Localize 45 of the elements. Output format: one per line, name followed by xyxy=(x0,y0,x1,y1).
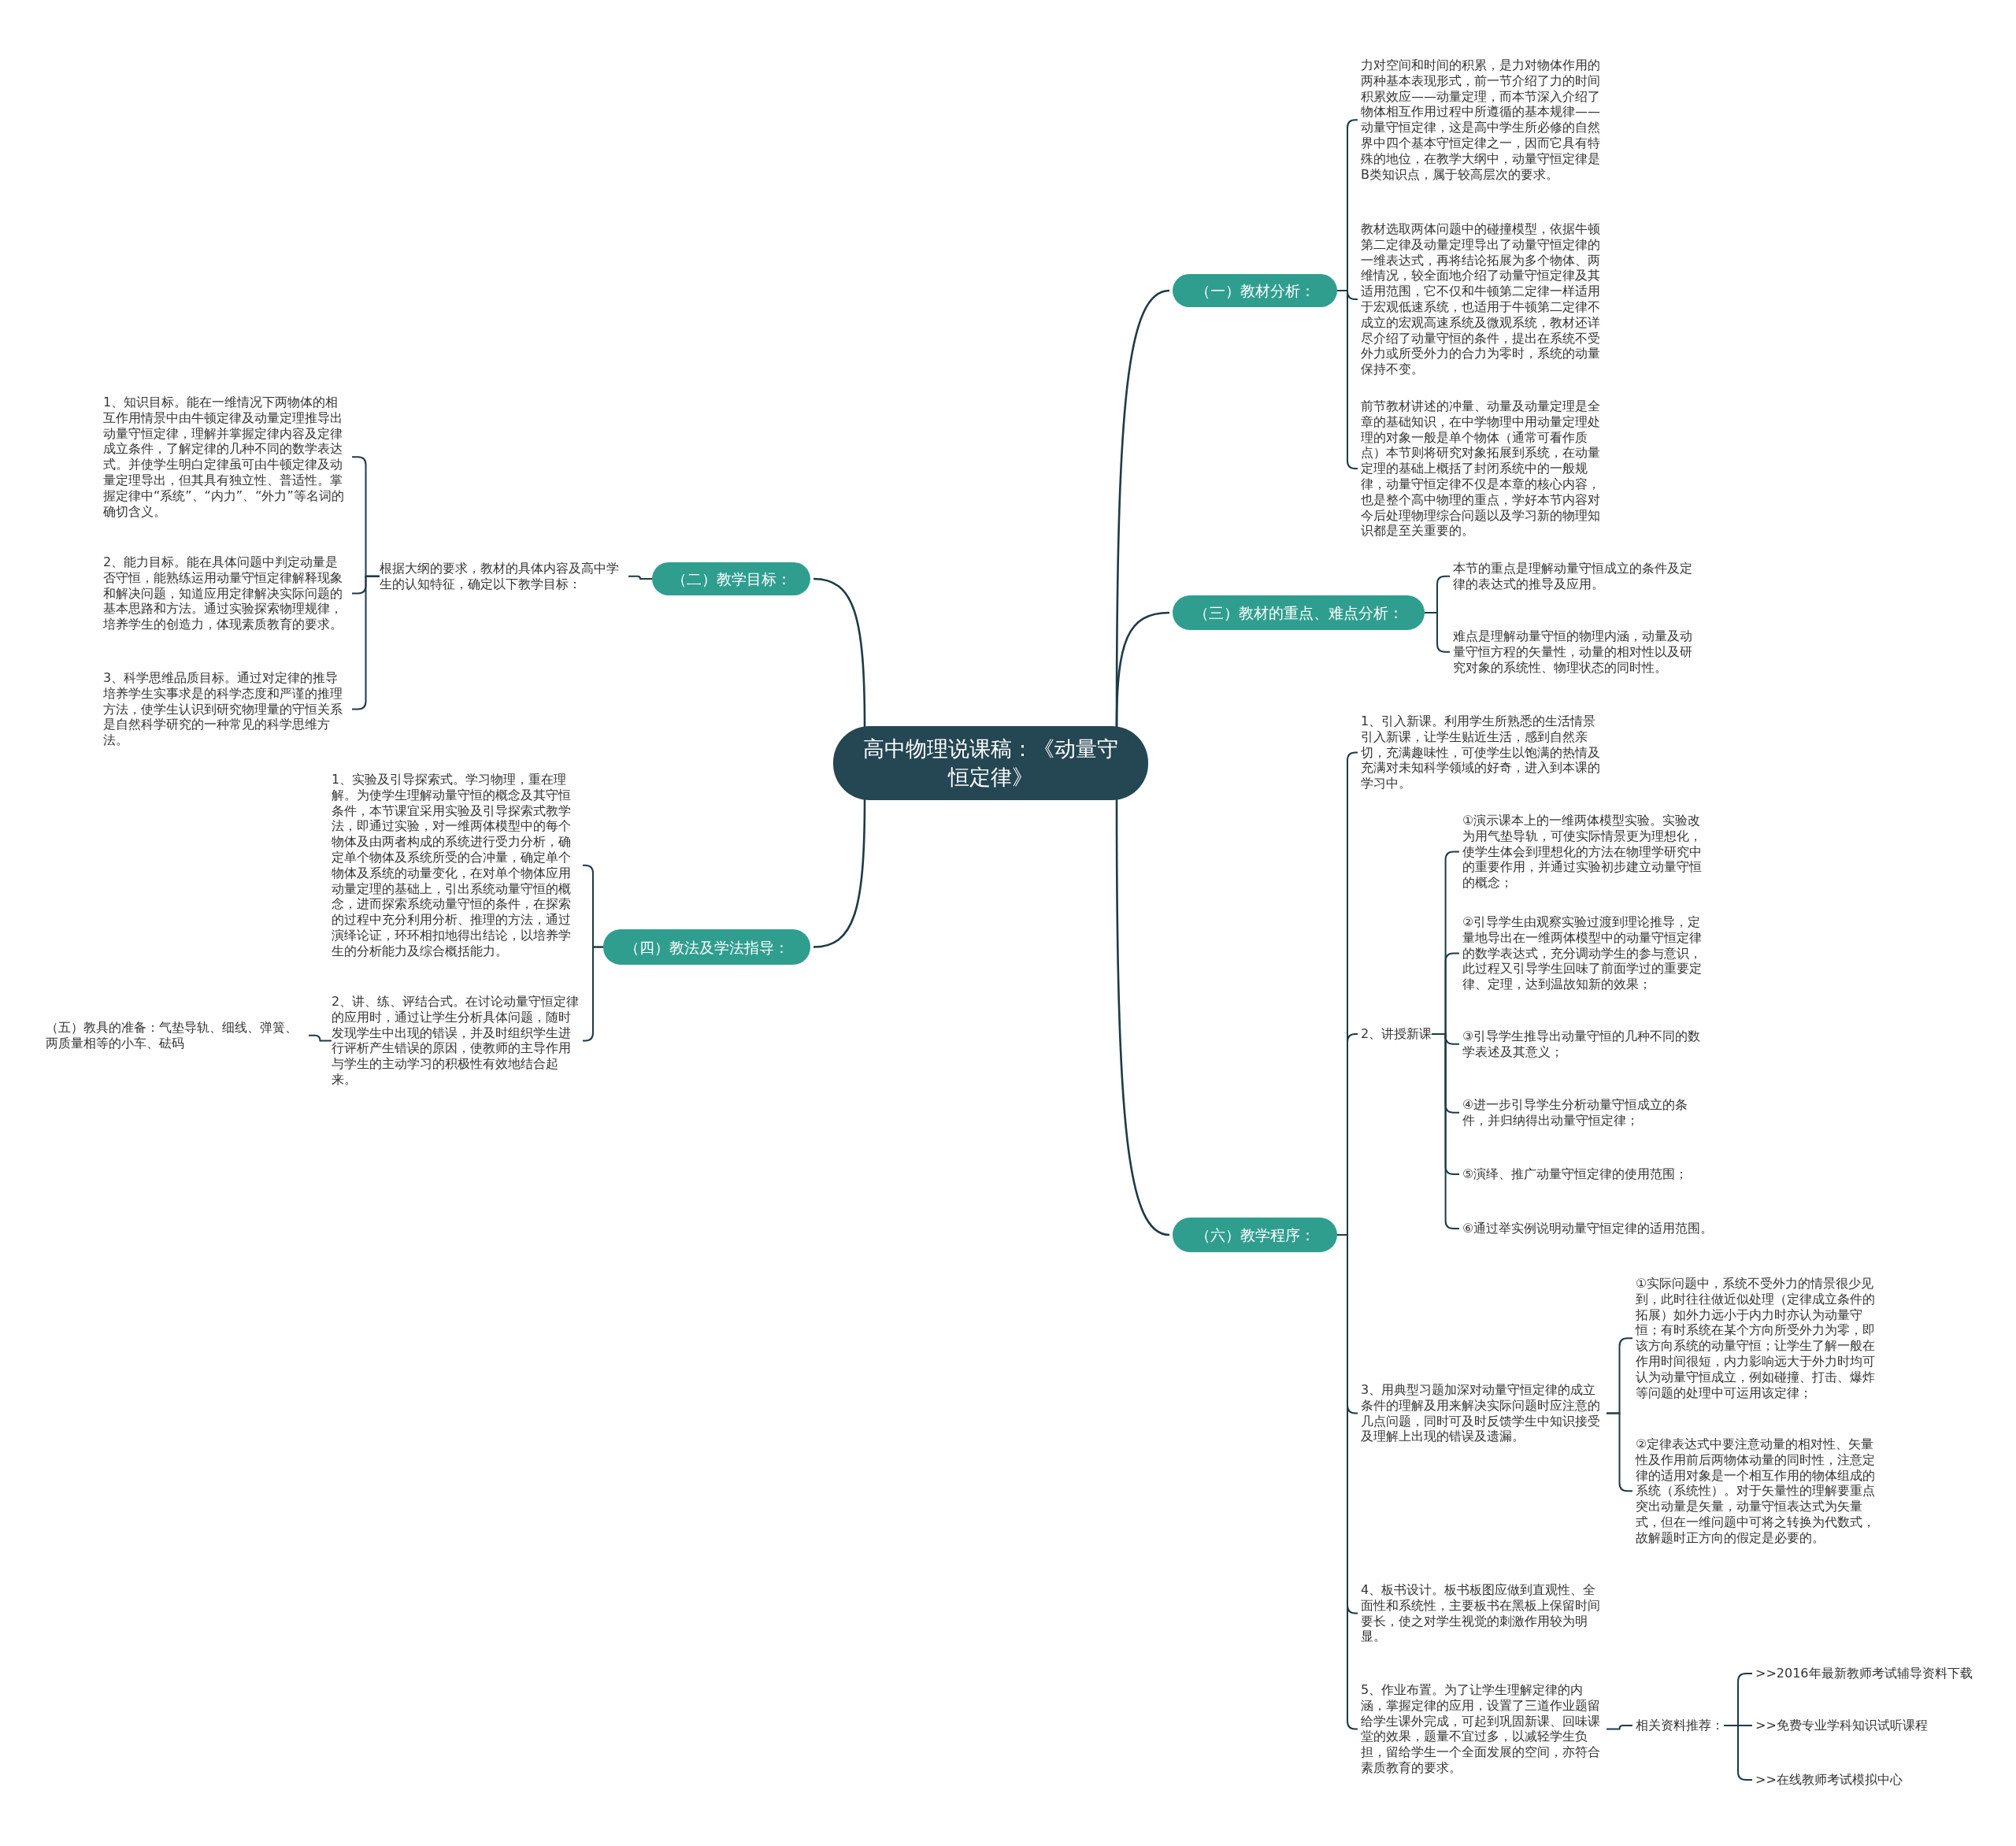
branch-box: （六）教学程序： xyxy=(1173,1218,1337,1252)
topic-text: 3、用典型习题加深对动量守恒定律的成立条件的理解及用来解决实际问题时应注意的几点问题，同时可及时反馈学生中知识接受及理解上出现的错误及遗漏。 xyxy=(1361,1382,1606,1445)
connector-line xyxy=(1115,611,1170,728)
topic-text: ②定律表达式中要注意动量的相对性、矢量性及作用前后两物体动量的同时性，注意定律的适用对象是一个相互作用的物体组成的系统（系统性）。对于矢量性的理解要重点突出动量是矢量，动量守恒表达式为矢量式，但在一维问题中可将之转换为代数式，故解题时正方向的假定是必要的。 xyxy=(1636,1436,1881,1546)
connector-line xyxy=(1424,612,1451,653)
topic-text: 3、科学思维品质目标。通过对定律的推导培养学生实事求是的科学态度和严谨的推理方法，使学生认识到研究物理量的守恒关系是自然科学研究的一种常见的科学思维方法。 xyxy=(103,670,349,748)
topic-text: ⑥通过举实例说明动量守恒定律的适用范围。 xyxy=(1462,1221,1714,1236)
topic-text: 力对空间和时间的积累，是力对物体作用的两种基本表现形式，前一节介绍了力的时间积累效应——动量定理，而本节深入介绍了物体相互作用过程中所遵循的基本规律——动量守恒定律，这是高中学生所必修的自然界中四个基本守恒定律之一，因而它具有特殊的地位，在教学大纲中，动量守恒定律是B类知识点，属于较高层次的要求。 xyxy=(1361,57,1606,183)
topic-text: 本节的重点是理解动量守恒成立的条件及定律的表达式的推导及应用。 xyxy=(1453,561,1699,592)
topic-text: 2、讲、练、评结合式。在讨论动量守恒定律的应用时，通过让学生分析具体问题，随时发现学生中出现的错误，并及时组织学生进行评析产生错误的原因，使教师的主导作用与学生的主动学习的积极性有效地结合起来。 xyxy=(332,994,580,1088)
topic-text: ①演示课本上的一维两体模型实验。实验改为用气垫导轨，可使实际情景更为理想化，使学生体会到理想化的方法在物理学研究中的重要作用，并通过实验初步建立动量守恒的概念； xyxy=(1462,813,1708,891)
topic-text: 难点是理解动量守恒的物理内涵，动量及动量守恒方程的矢量性，动量的相对性以及研究对象的系统性、物理状态的同时性。 xyxy=(1453,628,1699,676)
topic-text: >>2016年最新教师考试辅导资料下载 xyxy=(1755,1666,1973,1681)
topic-text: 1、引入新课。利用学生所熟悉的生活情景引入新课，让学生贴近生活，感到自然亲切，充满趣味性，可使学生以饱满的热情及充满对未知科学领域的好奇，进入到本课的学习中。 xyxy=(1361,714,1606,791)
root-topic-box: 高中物理说课稿：《动量守恒定律》 xyxy=(833,726,1148,800)
topic-text: 2、讲授新课 xyxy=(1361,1026,1432,1042)
topic-text: 根据大纲的要求，教材的具体内容及高中学生的认知特征，确定以下教学目标： xyxy=(380,561,625,592)
connector-line xyxy=(628,575,653,580)
topic-text: 4、板书设计。板书板图应做到直观性、全面性和系统性，主要板书在黑板上保留时间要长，使之对学生视觉的刺激作用较为明显。 xyxy=(1361,1582,1606,1645)
topic-text: 1、实验及引导探索式。学习物理，重在理解。为使学生理解动量守恒的概念及其守恒条件，本节课宜采用实验及引导探索式教学法，即通过实验，对一维两体模型中的每个物体及由两者构成的系统进行受力分析，确定单个物体及系统所受的合冲量，确定单个物体及系统的动量变化，在对单个物体应用动量定理的基础上，引出系统动量守恒的概念，进而探索系统动量守恒的条件，在探索的过程中充分利用分析、推理的方法，通过演绎论证，环环相扣地得出结论，以培养学生的分析能力及综合概括能力。 xyxy=(332,772,580,959)
topic-text: 教材选取两体问题中的碰撞模型，依据牛顿第二定律及动量定理导出了动量守恒定律的一维表达式，再将结论拓展为多个物体、两维情况，较全面地介绍了动量守恒定律及其适用范围，它不仅和牛顿第二定律一样适用于宏观低速系统，也适用于牛顿第二定律不成立的宏观高速系统及微观系统，教材还详尽介绍了动量守恒的条件，提出在系统不受外力或所受外力的合力为零时，系统的动量保持不变。 xyxy=(1361,221,1606,377)
connector-line xyxy=(582,946,604,1042)
topic-text: ④进一步引导学生分析动量守恒成立的条件，并归纳得出动量守恒定律； xyxy=(1462,1097,1708,1129)
branch-box: （一）教材分析： xyxy=(1173,274,1337,307)
connector-line xyxy=(1115,799,1170,1236)
topic-text: ①实际问题中，系统不受外力的情景很少见到，此时往往做近似处理（定律成立条件的拓展）如外力远小于内力时亦认为动量守恒；有时系统在某个方向所受外力为零，即该方向系统的动量守恒；让学生了解一般在作用时间很短，内力影响远大于外力时均可认为动量守恒成立，例如碰撞、打击、爆炸等问题的处理中可运用该定律； xyxy=(1636,1276,1881,1401)
branch-box: （二）教学目标： xyxy=(652,562,810,595)
connector-line xyxy=(813,577,866,728)
topic-text: （五）教具的准备：气垫导轨、细线、弹簧、两质量相等的小车、砝码 xyxy=(46,1020,306,1051)
topic-text: >>免费专业学科知识试听课程 xyxy=(1755,1718,1928,1733)
topic-text: 相关资料推荐： xyxy=(1636,1718,1724,1733)
connector-line xyxy=(813,799,866,948)
connector-line xyxy=(308,1034,332,1042)
topic-text: 前节教材讲述的冲量、动量及动量定理是全章的基础知识，在中学物理中用动量定理处理的对象一般是单个物体（通常可看作质点）本节则将研究对象拓展到系统，在动量定理的基础上概括了封闭系统中的一般规律，动量守恒定律不仅是本章的核心内容，也是整个高中物理的重点，学好本节内容对今后处理物理综合问题以及学习新的物理知识都是至关重要的。 xyxy=(1361,398,1606,539)
topic-text: 5、作业布置。为了让学生理解定律的内涵，掌握定律的应用，设置了三道作业题留给学生课外完成，可起到巩固新课、回味课堂的效果，题量不宜过多，以减轻学生负担，留给学生一个全面发展的空间，亦符合素质教育的要求。 xyxy=(1361,1682,1606,1776)
topic-text: 2、能力目标。能在具体问题中判定动量是否守恒，能熟练运用动量守恒定律解释现象和解决问题，知道应用定律解决实际问题的基本思路和方法。通过实验探索物理规律，培养学生的创造力，体现素质教育的要求。 xyxy=(103,554,349,632)
topic-text: ②引导学生由观察实验过渡到理论推导，定量地导出在一维两体模型中的动量守恒定律的数学表达式，充分调动学生的参与意识，此过程又引导学生回味了前面学过的重要定律、定理，达到温故知新的效果； xyxy=(1462,914,1708,992)
connector-line xyxy=(1336,290,1358,470)
topic-text: >>在线教师考试模拟中心 xyxy=(1755,1772,1903,1788)
topic-text: ⑤演绎、推广动量守恒定律的使用范围； xyxy=(1462,1166,1688,1182)
topic-text: ③引导学生推导出动量守恒的几种不同的数学表述及其意义； xyxy=(1462,1029,1708,1060)
connector-line xyxy=(1606,1724,1633,1730)
branch-box: （四）教法及学法指导： xyxy=(603,929,810,965)
branch-box: （三）教材的重点、难点分析： xyxy=(1173,595,1425,630)
topic-text: 1、知识目标。能在一维情况下两物体的相互作用情景中由牛顿定律及动量定理推导出动量守恒定律，理解并掌握定律内容及定律成立条件，了解定律的几种不同的数学表达式。并使学生明白定律虽可由牛顿定律及动量定理导出，但其具有独立性、普适性。掌握定律中“系统”、“内力”、“外力”等名词的确切含义。 xyxy=(103,395,349,520)
